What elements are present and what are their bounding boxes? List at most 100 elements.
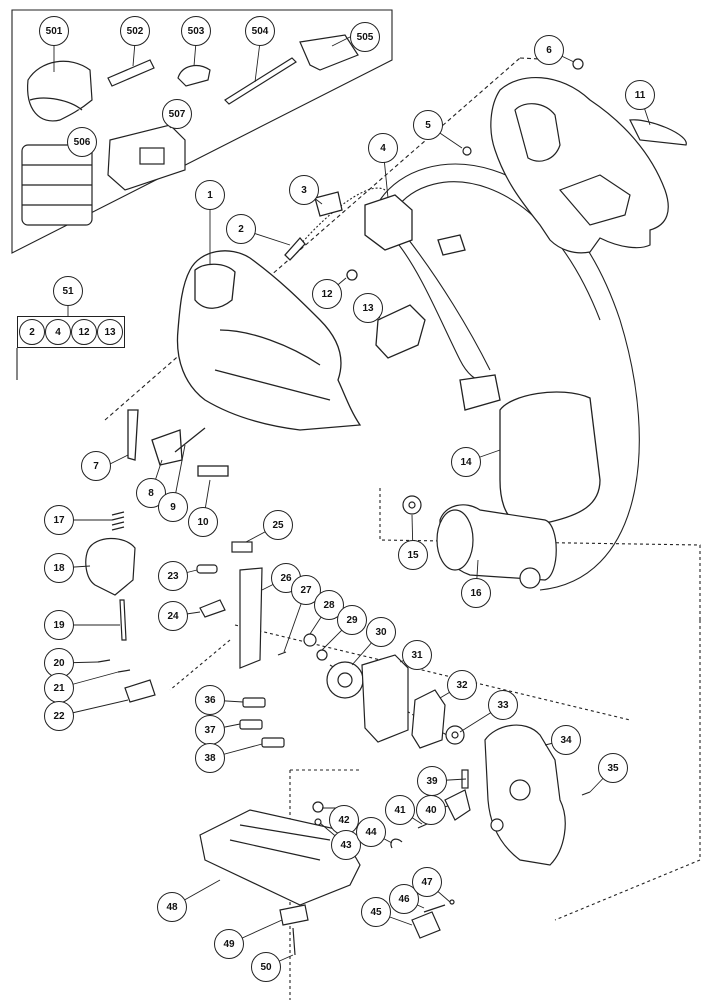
callout-17[interactable]: 17 (44, 505, 74, 535)
callout-9[interactable]: 9 (158, 492, 188, 522)
callout-501[interactable]: 501 (39, 16, 69, 46)
callout-31[interactable]: 31 (402, 640, 432, 670)
gear-housing (312, 724, 591, 939)
callout-48[interactable]: 48 (157, 892, 187, 922)
part-10-plate (197, 465, 229, 477)
callout-11[interactable]: 11 (625, 80, 655, 110)
part-19-pin (119, 599, 127, 641)
part-14-battery (499, 391, 601, 523)
part-21-screw (117, 669, 131, 673)
callout-18[interactable]: 18 (44, 553, 74, 583)
base-plate (199, 809, 361, 956)
callout-502[interactable]: 502 (120, 16, 150, 46)
callout-24[interactable]: 24 (158, 601, 188, 631)
kit-item-12[interactable]: 12 (71, 319, 97, 345)
part-17-spring (111, 511, 125, 531)
kit-item-13[interactable]: 13 (97, 319, 123, 345)
part-44-clip (390, 838, 403, 849)
callout-32[interactable]: 32 (447, 670, 477, 700)
callout-503[interactable]: 503 (181, 16, 211, 46)
part-45-knob (411, 911, 441, 939)
callout-34[interactable]: 34 (551, 725, 581, 755)
part-28-bearing (303, 633, 317, 647)
part-31-frame (361, 654, 409, 743)
callout-21[interactable]: 21 (44, 673, 74, 703)
part-26-plunger (239, 567, 263, 669)
callout-29[interactable]: 29 (337, 605, 367, 635)
part-6-screw (572, 58, 584, 70)
callout-14[interactable]: 14 (451, 447, 481, 477)
part-23-bushing (196, 564, 218, 574)
callout-25[interactable]: 25 (263, 510, 293, 540)
part-9-screw (174, 427, 206, 453)
callout-10[interactable]: 10 (188, 507, 218, 537)
callout-23[interactable]: 23 (158, 561, 188, 591)
part-36-pad (242, 697, 266, 708)
part-5-ring (462, 146, 472, 156)
part-7-plate (127, 409, 139, 461)
callout-3[interactable]: 3 (289, 175, 319, 205)
callout-33[interactable]: 33 (488, 690, 518, 720)
callout-49[interactable]: 49 (214, 929, 244, 959)
part-40-lever (444, 789, 471, 821)
callout-13[interactable]: 13 (353, 293, 383, 323)
main-housing (127, 191, 601, 523)
callout-505[interactable]: 505 (350, 22, 380, 52)
accessory-parts (21, 34, 359, 226)
callout-507[interactable]: 507 (162, 99, 192, 129)
part-24-guide (199, 599, 226, 618)
callout-16[interactable]: 16 (461, 578, 491, 608)
callout-7[interactable]: 7 (81, 451, 111, 481)
part-22-holder (124, 679, 156, 703)
part-48-base (199, 809, 361, 906)
callout-504[interactable]: 504 (245, 16, 275, 46)
callout-45[interactable]: 45 (361, 897, 391, 927)
callout-1[interactable]: 1 (195, 180, 225, 210)
part-505-plate (299, 34, 359, 71)
callout-35[interactable]: 35 (598, 753, 628, 783)
part-46-shaft (423, 904, 446, 913)
callout-5[interactable]: 5 (413, 110, 443, 140)
part-38-pad (261, 737, 285, 748)
callout-4[interactable]: 4 (368, 133, 398, 163)
callout-44[interactable]: 44 (356, 817, 386, 847)
callout-506[interactable]: 506 (67, 127, 97, 157)
kit-item-2[interactable]: 2 (19, 319, 45, 345)
accessory-frame (11, 9, 393, 254)
part-501-belt-hook (27, 60, 93, 122)
callout-12[interactable]: 12 (312, 279, 342, 309)
callout-38[interactable]: 38 (195, 743, 225, 773)
part-3-terminal (314, 191, 343, 217)
callout-2[interactable]: 2 (226, 214, 256, 244)
part-37-pad (239, 719, 263, 730)
callout-39[interactable]: 39 (417, 766, 447, 796)
housing-half-right (462, 58, 687, 254)
part-2-switch (284, 237, 306, 261)
part-32-plate (411, 689, 446, 749)
callout-30[interactable]: 30 (366, 617, 396, 647)
part-4-switch-block (364, 194, 413, 251)
callout-47[interactable]: 47 (412, 867, 442, 897)
part-8-bracket (151, 429, 183, 466)
callout-46[interactable]: 46 (389, 884, 419, 914)
callout-6[interactable]: 6 (534, 35, 564, 65)
part-27-ring (277, 651, 287, 656)
part-20-screw (97, 659, 111, 663)
part-50-screw (292, 927, 296, 956)
callout-51[interactable]: 51 (53, 276, 83, 306)
callout-19[interactable]: 19 (44, 610, 74, 640)
callout-50[interactable]: 50 (251, 952, 281, 982)
part-11-label (629, 119, 687, 146)
kit-item-4[interactable]: 4 (45, 319, 71, 345)
callout-37[interactable]: 37 (195, 715, 225, 745)
part-25-cap (231, 541, 253, 553)
callout-22[interactable]: 22 (44, 701, 74, 731)
callout-41[interactable]: 41 (385, 795, 415, 825)
part-47-pin (449, 899, 455, 905)
callout-40[interactable]: 40 (416, 795, 446, 825)
part-35-ring (581, 791, 591, 796)
callout-15[interactable]: 15 (398, 540, 428, 570)
callout-36[interactable]: 36 (195, 685, 225, 715)
part-13-controller (375, 304, 426, 359)
